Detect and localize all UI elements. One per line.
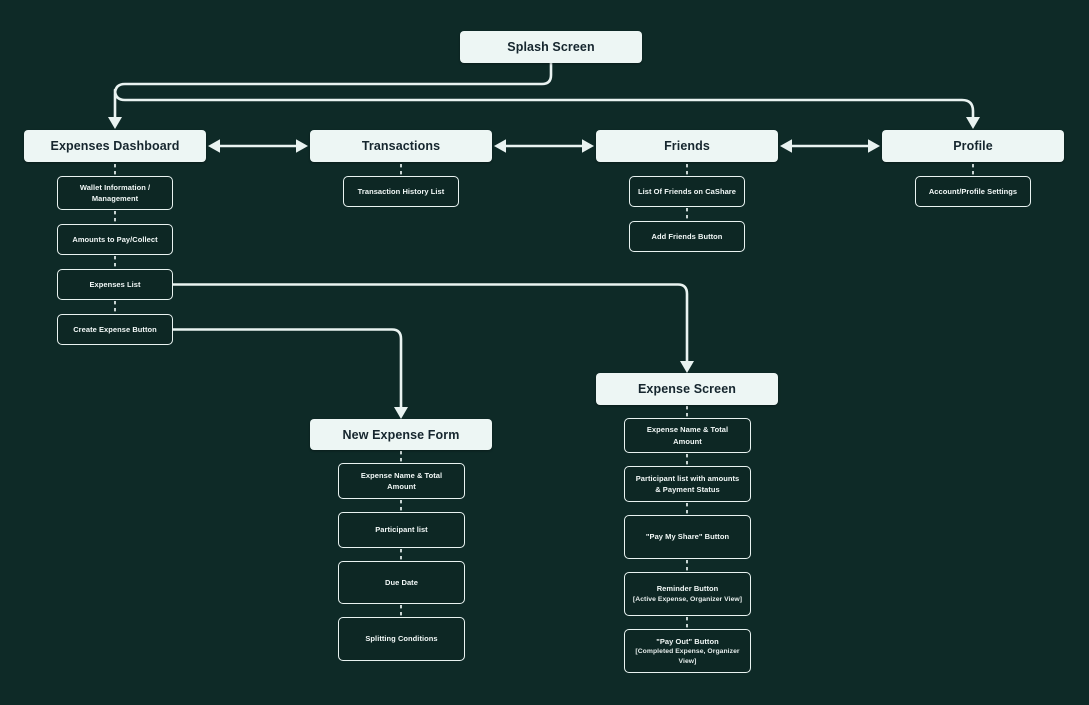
- node-label: Splash Screen: [507, 40, 595, 54]
- node-sublabel: [Completed Expense, Organizer View]: [635, 647, 740, 665]
- node-label: Splitting Conditions: [365, 634, 438, 644]
- arrowhead-left: [208, 139, 220, 153]
- arrowheads: [108, 117, 980, 419]
- node-new-expense-form[interactable]: New Expense Form: [310, 419, 492, 450]
- node-sublabel: [Active Expense, Organizer View]: [632, 595, 743, 603]
- connector-splash-to-profile: [113, 88, 975, 120]
- node-reminder-button[interactable]: Reminder Button [Active Expense, Organiz…: [624, 572, 751, 616]
- node-nef-expense-name-total[interactable]: Expense Name & Total Amount: [338, 463, 465, 499]
- node-label: Due Date: [385, 577, 418, 587]
- connector-expenses-list-to-expense-screen: [171, 283, 689, 363]
- arrowhead-right: [868, 139, 880, 153]
- node-label: Expense Screen: [638, 382, 736, 396]
- node-due-date[interactable]: Due Date: [338, 561, 465, 604]
- arrowhead-down: [966, 117, 980, 129]
- arrowhead-right: [296, 139, 308, 153]
- node-nef-participant-list[interactable]: Participant list: [338, 512, 465, 548]
- node-es-expense-name-total[interactable]: Expense Name & Total Amount: [624, 418, 751, 453]
- node-label: List Of Friends on CaShare: [638, 186, 736, 196]
- arrowhead-down: [680, 361, 694, 373]
- arrowhead-down: [394, 407, 408, 419]
- node-wallet-information[interactable]: Wallet Information / Management: [57, 176, 173, 210]
- arrowhead-left: [494, 139, 506, 153]
- node-label: Participant list with amounts & Payment …: [635, 473, 740, 494]
- node-profile[interactable]: Profile: [882, 130, 1064, 162]
- node-label: "Pay Out" Button: [656, 636, 719, 646]
- node-splash-screen[interactable]: Splash Screen: [460, 31, 642, 63]
- node-label: Expenses Dashboard: [50, 139, 180, 153]
- node-pay-my-share-button[interactable]: "Pay My Share" Button: [624, 515, 751, 559]
- node-add-friends-button[interactable]: Add Friends Button: [629, 221, 745, 252]
- node-label: Profile: [953, 139, 993, 153]
- node-pay-out-button[interactable]: "Pay Out" Button [Completed Expense, Org…: [624, 629, 751, 673]
- solid-connectors: [113, 61, 975, 409]
- node-label: Friends: [664, 139, 710, 153]
- arrowhead-down: [108, 117, 122, 129]
- node-label: Amounts to Pay/Collect: [72, 234, 158, 244]
- node-label: Reminder Button: [656, 584, 719, 594]
- node-splitting-conditions[interactable]: Splitting Conditions: [338, 617, 465, 661]
- node-label: Create Expense Button: [73, 324, 157, 334]
- node-label: New Expense Form: [342, 427, 460, 442]
- node-expenses-dashboard[interactable]: Expenses Dashboard: [24, 130, 206, 162]
- node-expenses-list[interactable]: Expenses List: [57, 269, 173, 300]
- node-friends[interactable]: Friends: [596, 130, 778, 162]
- dashed-connectors: [114, 164, 974, 628]
- connector-splash-to-expenses-dashboard: [113, 61, 553, 120]
- node-label: Wallet Information / Management: [79, 182, 151, 203]
- node-transaction-history-list[interactable]: Transaction History List: [343, 176, 459, 207]
- node-label: Account/Profile Settings: [928, 186, 1018, 196]
- node-list-of-friends[interactable]: List Of Friends on CaShare: [629, 176, 745, 207]
- node-label: Expense Name & Total Amount: [646, 425, 729, 446]
- node-expense-screen[interactable]: Expense Screen: [596, 373, 778, 405]
- node-label: Transactions: [361, 139, 441, 153]
- node-create-expense-button[interactable]: Create Expense Button: [57, 314, 173, 345]
- arrowhead-left: [780, 139, 792, 153]
- node-label: Add Friends Button: [651, 231, 723, 241]
- node-transactions[interactable]: Transactions: [310, 130, 492, 162]
- node-label: Participant list: [375, 525, 428, 535]
- node-label: Expense Name & Total Amount: [360, 470, 443, 491]
- node-label: "Pay My Share" Button: [645, 532, 730, 542]
- node-amounts-to-pay-collect[interactable]: Amounts to Pay/Collect: [57, 224, 173, 255]
- node-label: Transaction History List: [357, 186, 445, 196]
- node-es-participant-list[interactable]: Participant list with amounts & Payment …: [624, 466, 751, 502]
- connector-create-expense-to-new-expense-form: [171, 328, 403, 409]
- node-account-profile-settings[interactable]: Account/Profile Settings: [915, 176, 1031, 207]
- arrowhead-right: [582, 139, 594, 153]
- node-label: Expenses List: [89, 279, 141, 289]
